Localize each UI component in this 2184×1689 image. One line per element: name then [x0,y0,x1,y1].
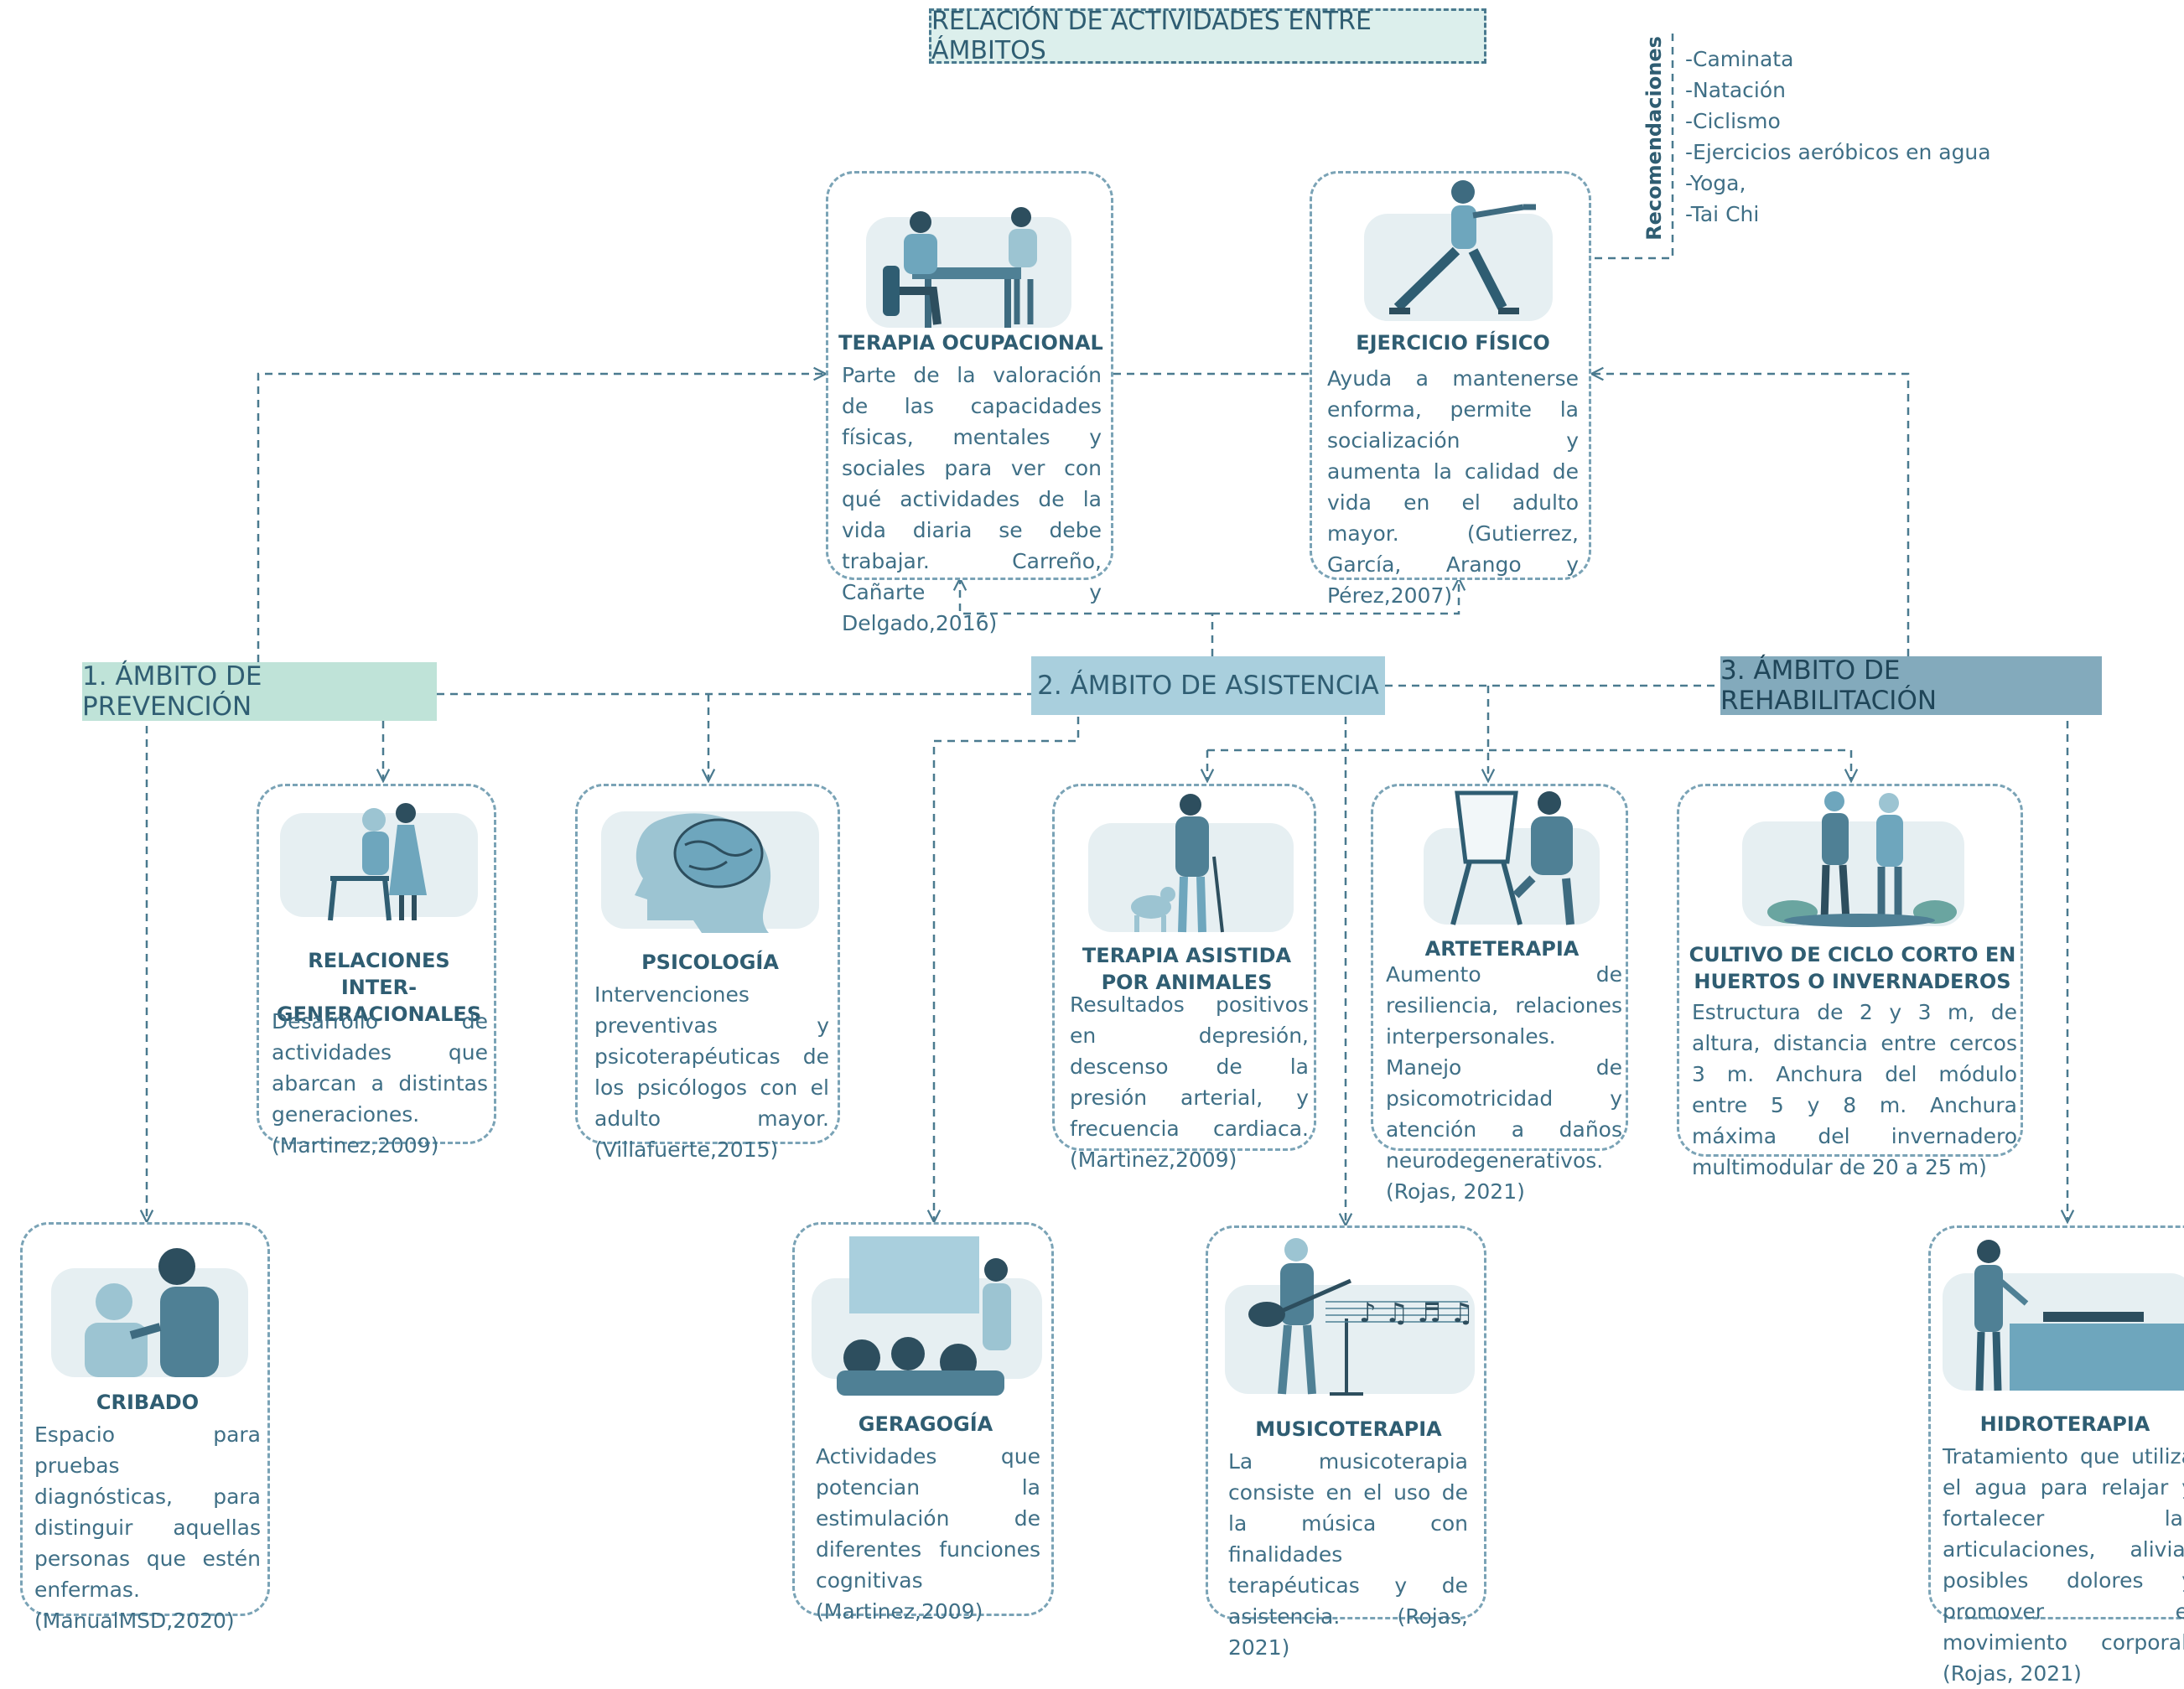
rec-item: -Ciclismo [1685,109,1781,133]
card-ejercicio-fisico: EJERCICIO FÍSICO Ayuda a mantenerse enfo… [1310,171,1591,608]
card-title: MUSICOTERAPIA [1255,1417,1442,1441]
animal-therapy-illustration [1088,794,1294,933]
svg-text:♪ ♫ ♬ ♫: ♪ ♫ ♬ ♫ [1359,1297,1474,1329]
card-desc: Resultados positivos en depresión, desce… [1070,992,1309,1172]
card-musicoterapia: ♪ ♫ ♬ ♫ MUSICOTERAPIA La musicoterapia c… [1206,1225,1486,1660]
recomendaciones-list: -Caminata -Natación -Ciclismo -Ejercicio… [1685,44,1991,230]
brain-head-illustration [601,811,819,933]
card-terapia-ocupacional: TERAPIA OCUPACIONAL Parte de la valoraci… [826,171,1113,635]
card-title: EJERCICIO FÍSICO [1356,331,1550,355]
screening-vaccination-illustration [51,1248,248,1377]
card-psicologia: PSICOLOGÍA Intervenciones preventivas y … [575,784,840,1162]
exercise-illustration [1364,180,1553,321]
connector-lines [0,34,2184,1628]
line-asist-to [960,578,1212,615]
line-rehab-to-ef [1591,374,1910,656]
ambito-asistencia: 2. ÁMBITO DE ASISTENCIA [1031,656,1385,715]
greenhouse-gardening-illustration [1742,791,1964,927]
recomendaciones-label: Recomendaciones [1642,36,1666,241]
music-therapy-illustration: ♪ ♫ ♬ ♫ [1225,1238,1475,1396]
card-desc: Parte de la valoración de las capacidade… [842,363,1102,635]
recomendaciones-label-wrap: Recomendaciones [1639,34,1669,243]
card-title: CRIBADO [96,1391,200,1414]
ambito-rehabilitacion: 3. ÁMBITO DE REHABILITACIÓN [1720,655,2102,716]
card-title: CULTIVO DE CICLO CORTO EN HUERTOS O INVE… [1689,943,2016,993]
card-desc: Estructura de 2 y 3 m, de altura, distan… [1692,1000,2017,1179]
card-cribado: CRIBADO Espacio para pruebas diagnóstica… [20,1222,270,1633]
line-asist-ef [1212,578,1459,615]
card-title: TERAPIA OCUPACIONAL [838,331,1103,355]
line-asist-geragogia [934,717,1080,1222]
card-desc: Ayuda a mantenerse enforma, permite la s… [1327,366,1579,608]
office-therapy-illustration [866,207,1071,328]
intergenerational-illustration [280,803,478,921]
card-title: GERAGOGÍA [858,1412,993,1436]
hydrotherapy-illustration [1943,1240,2184,1391]
rec-item: -Tai Chi [1685,202,1760,226]
ambito-prevencion: 1. ÁMBITO DE PREVENCIÓN [82,661,437,722]
card-desc: Intervenciones preventivas y psicoterapé… [594,982,829,1162]
card-desc: Actividades que potencian la estimulació… [816,1444,1040,1624]
card-desc: Tratamiento que utiliza el agua para rel… [1943,1444,2184,1686]
card-relaciones-intergeneracionales: RELACIONES INTER-GENERACIONALES Desarrol… [257,784,496,1158]
card-desc: La musicoterapia consiste en el uso de l… [1228,1449,1468,1660]
card-cultivo: CULTIVO DE CICLO CORTO EN HUERTOS O INVE… [1677,784,2023,1179]
rec-item: -Caminata [1685,47,1794,71]
card-geragogia: GERAGOGÍA Actividades que potencian la e… [792,1222,1054,1624]
rec-item: -Ejercicios aeróbicos en agua [1685,140,1991,164]
rec-item: -Natación [1685,78,1786,102]
art-therapy-illustration [1424,790,1600,925]
card-title: HIDROTERAPIA [1979,1412,2150,1436]
card-hidroterapia: HIDROTERAPIA Tratamiento que utiliza el … [1928,1225,2184,1686]
card-desc: Aumento de resiliencia, relaciones inter… [1386,962,1622,1204]
card-title: RELACIONES INTER-GENERACIONALES [276,949,482,1026]
card-desc: Espacio para pruebas diagnósticas, para … [34,1422,261,1633]
card-terapia-asistida-animales: TERAPIA ASISTIDA POR ANIMALES Resultados… [1052,784,1316,1172]
card-desc: Desarrollo de actividades que abarcan a … [272,1009,488,1158]
card-arteterapia: ARTETERAPIA Aumento de resiliencia, rela… [1371,784,1628,1204]
teaching-seniors-illustration [812,1236,1042,1396]
card-title: ARTETERAPIA [1424,937,1580,961]
card-title: PSICOLOGÍA [641,951,779,974]
diagram-title: RELACIÓN DE ACTIVIDADES ENTRE ÁMBITOS [929,7,1486,65]
rec-item: -Yoga, [1685,171,1746,195]
card-title: TERAPIA ASISTIDA POR ANIMALES [1082,944,1292,994]
line-prev-to-to [257,374,826,662]
